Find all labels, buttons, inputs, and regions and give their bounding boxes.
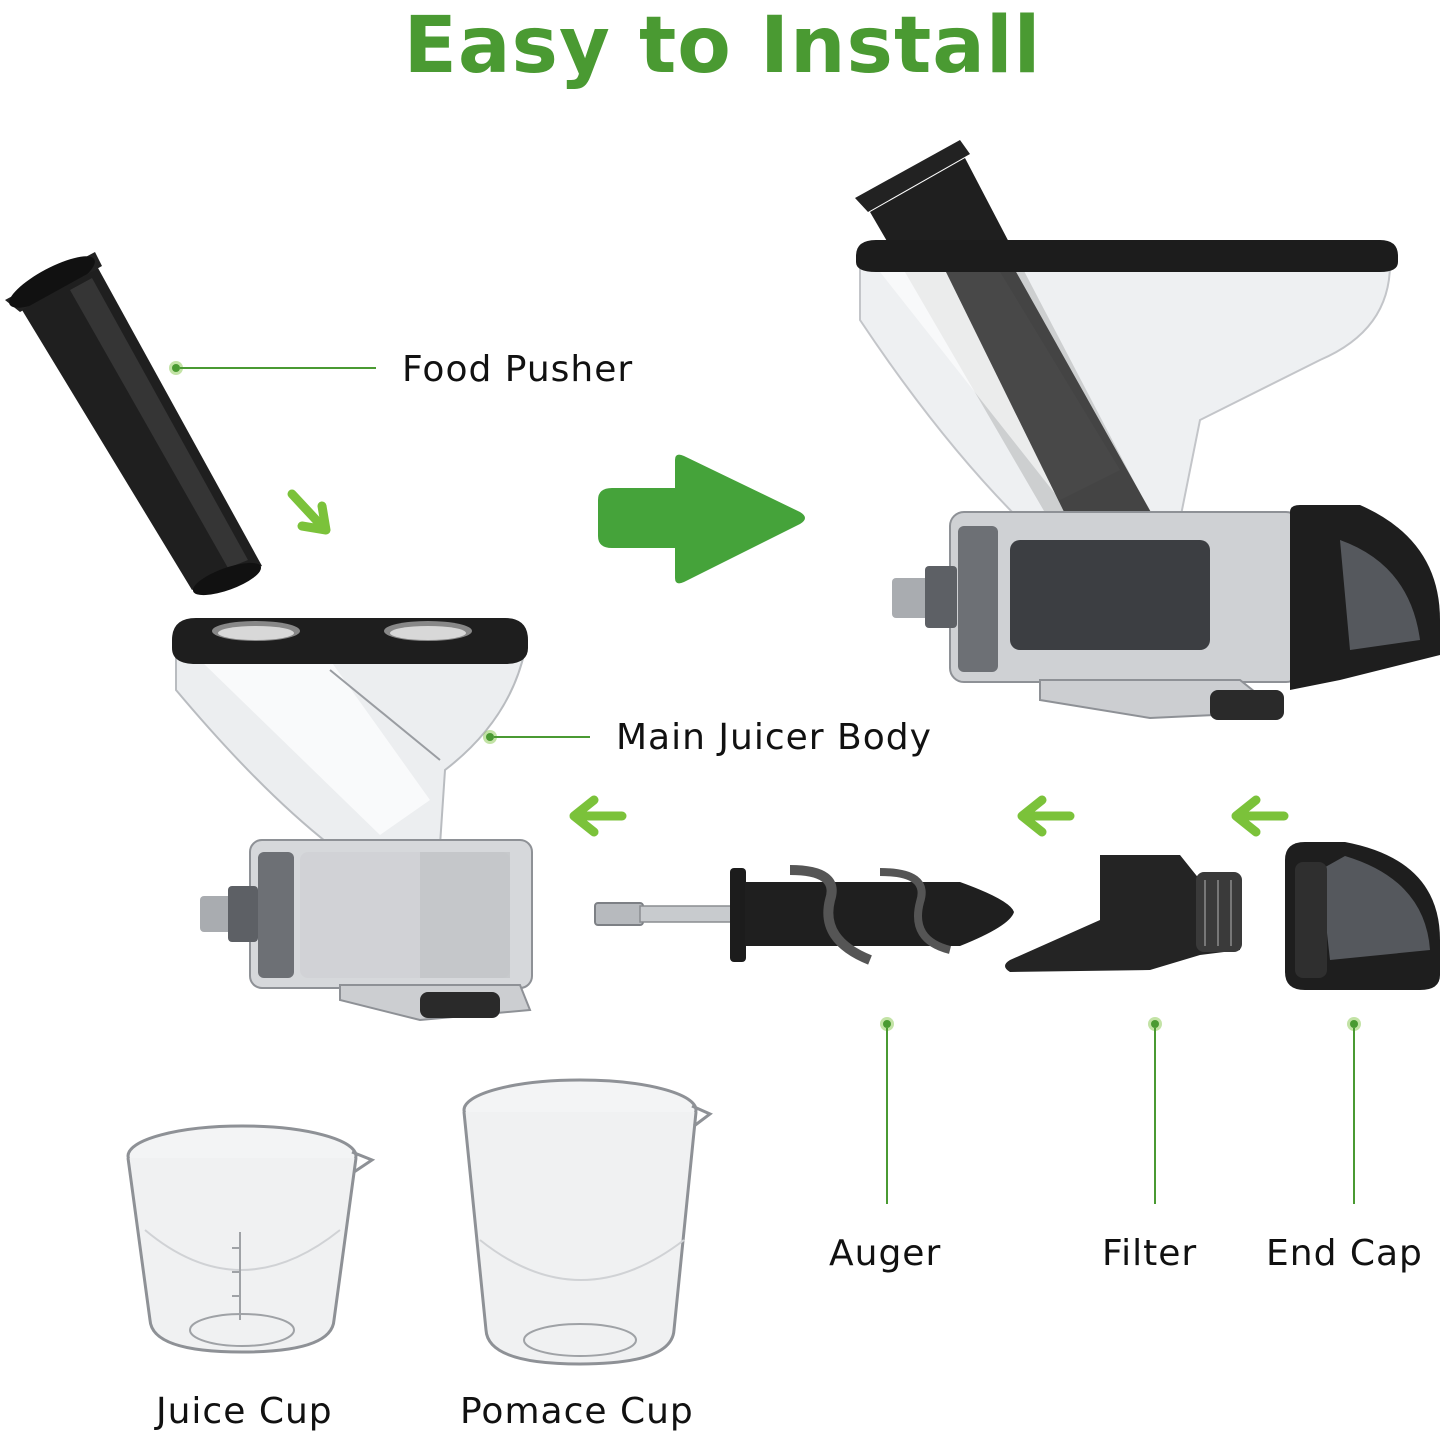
end-cap-part <box>1285 842 1440 990</box>
end-cap-leader <box>1347 1017 1361 1204</box>
filter-leader <box>1148 1017 1162 1204</box>
auger-part <box>594 865 1014 965</box>
food-pusher-part <box>5 252 262 596</box>
main-juicer-body-part <box>172 618 533 1022</box>
big-right-arrow-icon <box>598 454 805 584</box>
left-arrow-icon <box>569 795 627 837</box>
insert-arrow-icon <box>287 489 331 535</box>
left-arrow-icon <box>1231 795 1289 837</box>
main-body-leader <box>483 730 590 744</box>
filter-part <box>1005 855 1242 972</box>
juice-cup-part <box>126 1124 376 1354</box>
pomace-cup-label: Pomace Cup <box>460 1391 694 1432</box>
main-juicer-body-label: Main Juicer Body <box>616 717 932 758</box>
food-pusher-label: Food Pusher <box>402 349 634 390</box>
food-pusher-leader <box>169 361 376 375</box>
page-title: Easy to Install <box>403 1 1042 91</box>
auger-label: Auger <box>829 1233 942 1274</box>
auger-leader <box>880 1017 894 1204</box>
left-arrow-icon <box>1017 795 1075 837</box>
juice-cup-label: Juice Cup <box>156 1391 333 1432</box>
filter-label: Filter <box>1102 1233 1198 1274</box>
pomace-cup-part <box>462 1078 713 1366</box>
end-cap-label: End Cap <box>1266 1233 1423 1274</box>
assembled-juicer-part <box>855 140 1440 720</box>
